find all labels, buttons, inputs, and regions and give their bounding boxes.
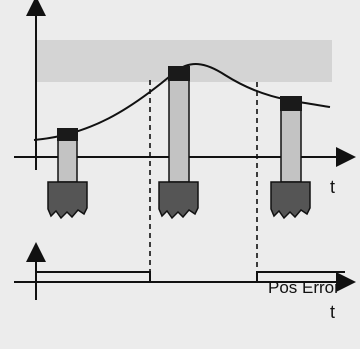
tool-3 (270, 96, 311, 220)
top-axis-label: t (330, 177, 335, 197)
tool-2 (158, 66, 199, 220)
error-signal (36, 271, 345, 283)
bottom-axis-label: t (330, 302, 335, 322)
position-curve (33, 63, 331, 141)
pos-error-label: Pos Error (268, 278, 340, 297)
tool-1 (47, 128, 88, 220)
